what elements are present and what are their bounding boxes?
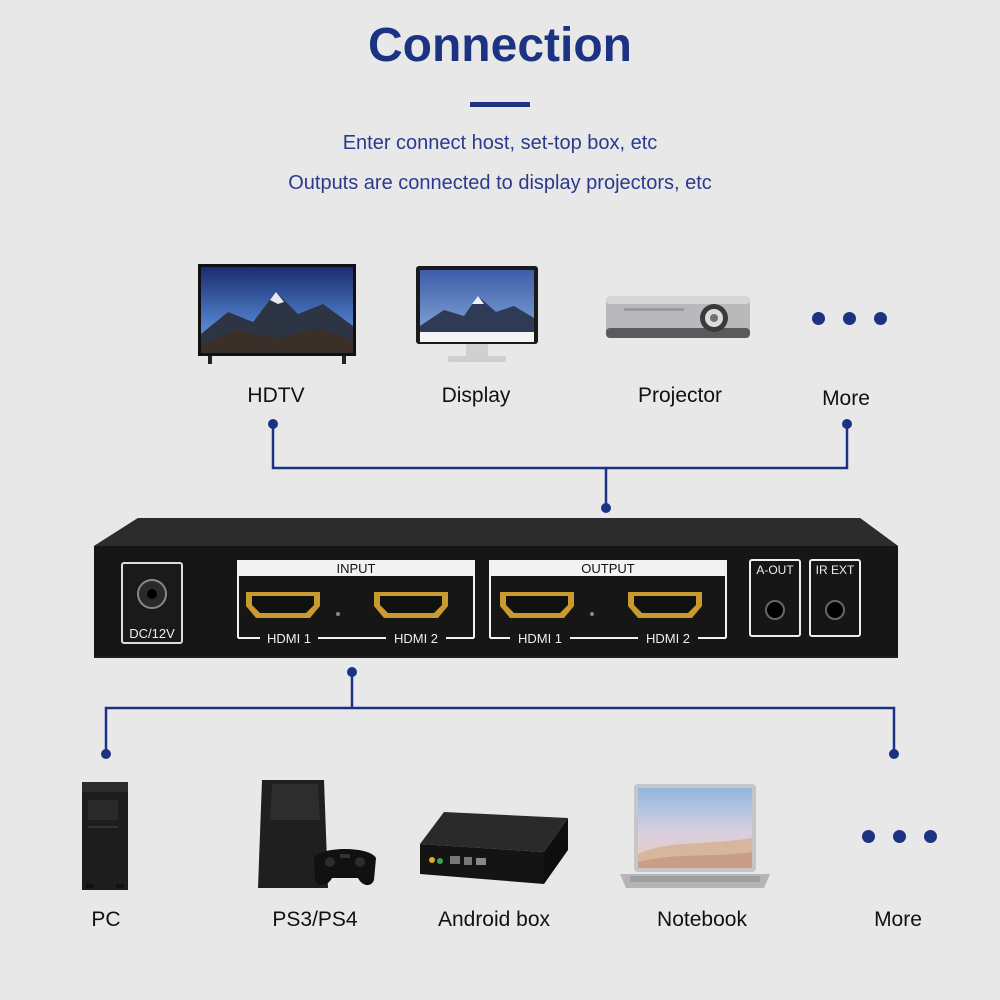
aout-label: A-OUT [756, 563, 794, 577]
hdmi-output-2-port [628, 592, 702, 618]
irext-label: IR EXT [816, 563, 855, 577]
label-display: Display [441, 384, 511, 407]
input-panel: INPUT HDMI 1 HDMI 2 [237, 560, 475, 646]
output-panel: OUTPUT HDMI 1 HDMI 2 [489, 560, 727, 646]
label-projector: Projector [637, 384, 723, 407]
input-label: INPUT [337, 561, 376, 576]
hdmi-output-2-label: HDMI 2 [646, 631, 690, 646]
more-outputs-icon [812, 312, 887, 325]
display-icon [416, 266, 538, 362]
output-label: OUTPUT [581, 561, 635, 576]
more-inputs-icon [862, 830, 937, 843]
hdmi-input-2-port [374, 592, 448, 618]
label-hdtv: HDTV [247, 384, 305, 407]
hdmi-input-1-label: HDMI 1 [267, 631, 311, 646]
page-title: Connection [368, 19, 632, 72]
hdmi-output-1-label: HDMI 1 [518, 631, 562, 646]
hdmi-input-1-port [246, 592, 320, 618]
label-pc: PC [91, 908, 121, 931]
dc-label: DC/12V [129, 626, 175, 641]
label-more-outputs: More [822, 387, 870, 410]
hdmi-switch-device: DC/12V INPUT HDMI 1 HDMI 2 OUTPUT [94, 518, 898, 658]
label-ps3-ps4: PS3/PS4 [272, 908, 358, 931]
ps4-console-icon [258, 780, 376, 888]
label-more-inputs: More [874, 908, 922, 931]
audio-out-port: A-OUT [749, 559, 801, 637]
label-notebook: Notebook [657, 908, 747, 931]
pc-tower-icon [82, 782, 128, 890]
hdtv-icon [198, 264, 356, 364]
android-box-icon [420, 812, 568, 884]
hdmi-output-1-port [500, 592, 574, 618]
title-underline [470, 102, 530, 107]
label-android-box: Android box [437, 908, 551, 931]
subtitle-line-1: Enter connect host, set-top box, etc [342, 132, 658, 154]
dc-power-port: DC/12V [121, 562, 183, 644]
ir-ext-port: IR EXT [809, 559, 861, 637]
projector-icon [606, 296, 750, 338]
subtitle-line-2: Outputs are connected to display project… [288, 172, 712, 194]
notebook-laptop-icon [620, 784, 770, 888]
hdmi-input-2-label: HDMI 2 [394, 631, 438, 646]
